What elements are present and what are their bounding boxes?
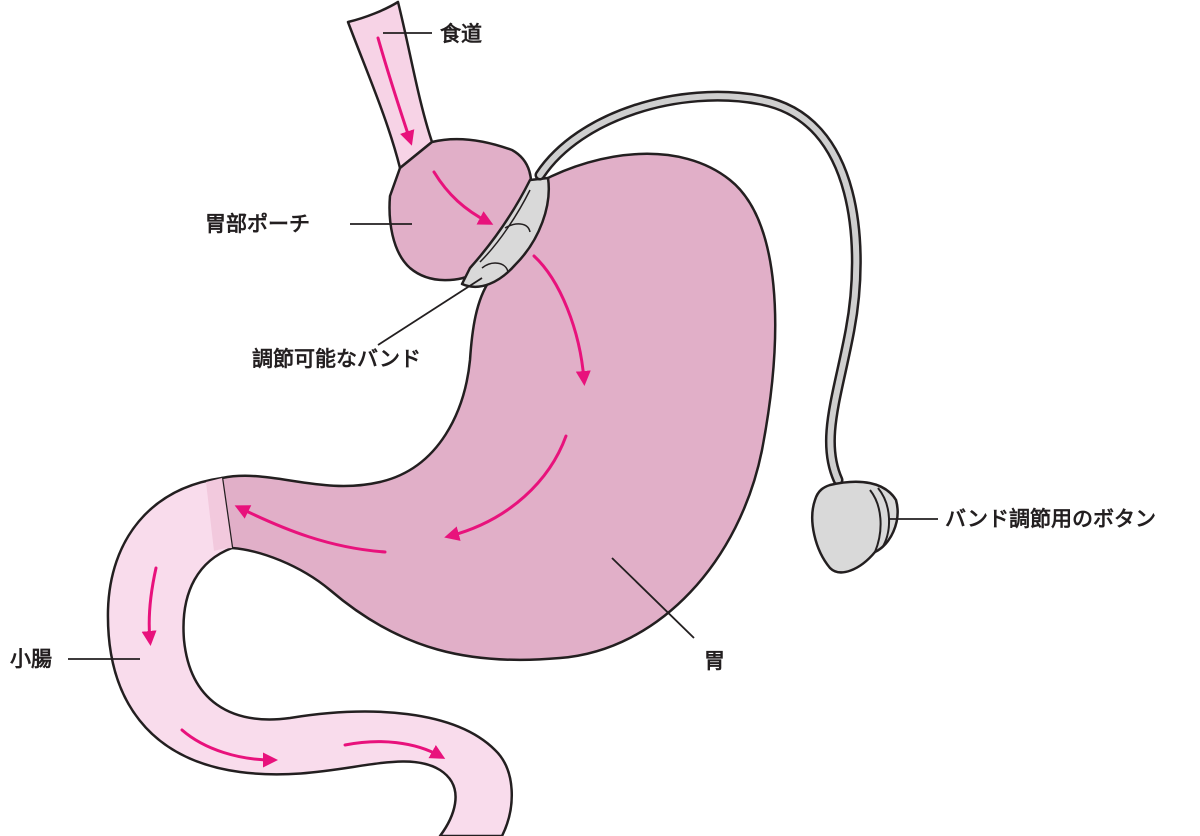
stomach-shape xyxy=(220,152,777,662)
adjustable-band xyxy=(460,176,550,289)
pylorus-shade xyxy=(206,478,232,551)
port-button-shape xyxy=(811,480,899,574)
gastric-pouch-label: 胃部ポーチ xyxy=(205,212,310,236)
flow-arrows xyxy=(141,36,591,768)
leader-lines xyxy=(68,32,938,660)
esophagus-shape xyxy=(346,0,434,170)
adjustable-band-label: 調節可能なバンド xyxy=(252,347,422,371)
small-intestine-label: 小腸 xyxy=(10,647,52,671)
stomach-label: 胃 xyxy=(704,649,725,673)
esophagus-label: 食道 xyxy=(440,22,482,46)
band-adjustment-port-label: バンド調節用のボタン xyxy=(945,507,1157,531)
